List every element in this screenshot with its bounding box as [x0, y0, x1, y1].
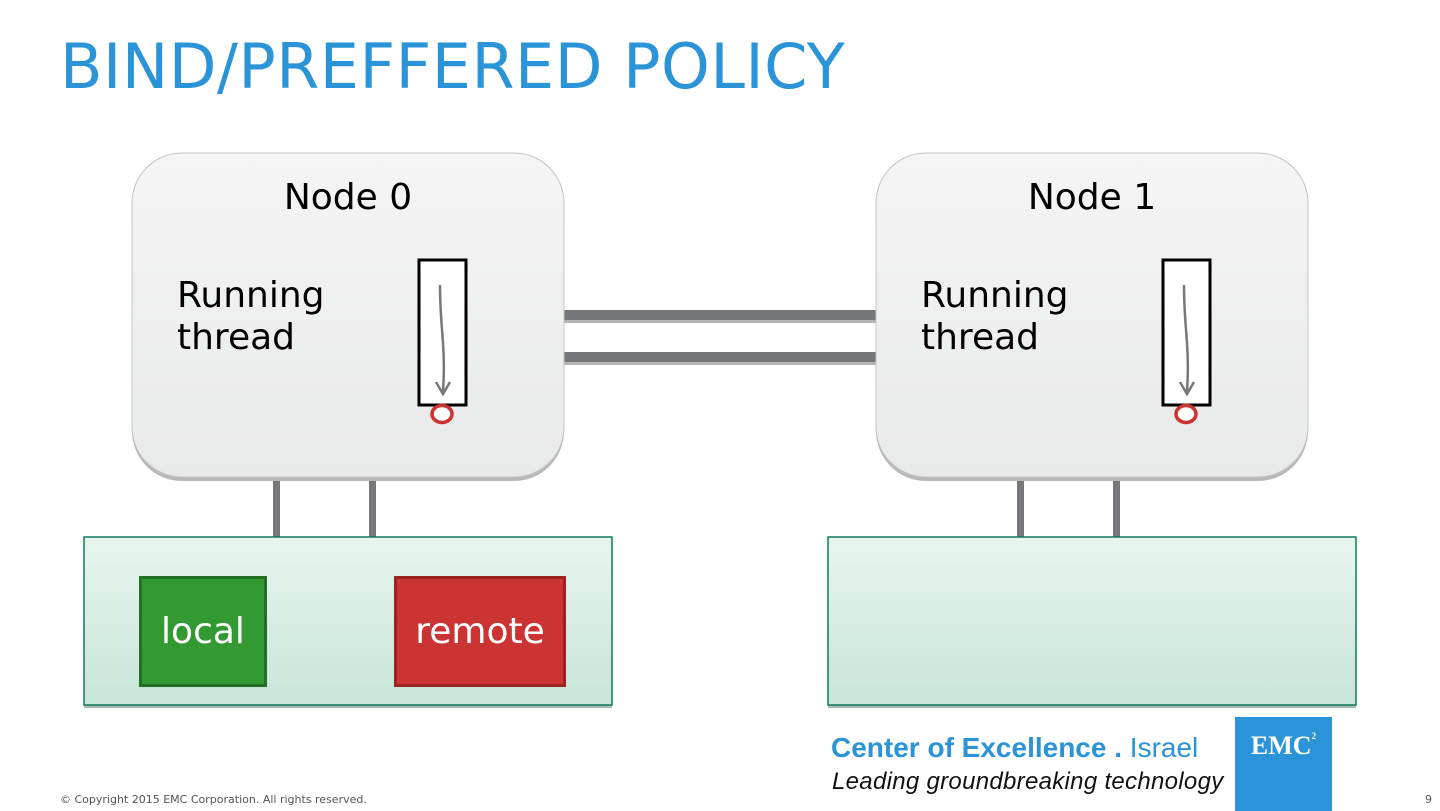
thread-1-marker	[1174, 403, 1198, 425]
node-1-label: Node 1	[1027, 177, 1157, 218]
brand-light: Israel	[1129, 732, 1199, 763]
node-0-thread-label: Running thread	[177, 275, 325, 359]
thread-label-line-2: thread	[177, 317, 296, 358]
thread-1	[1161, 258, 1212, 425]
thread-0	[417, 258, 468, 425]
emc-logo: EMC2	[1235, 717, 1332, 811]
node-interconnect	[560, 310, 880, 365]
thread-label-line-1: Running	[177, 275, 325, 316]
thread-0-marker	[430, 403, 454, 425]
copyright-notice: © Copyright 2015 EMC Corporation. All ri…	[60, 793, 367, 806]
node-0-label: Node 0	[283, 177, 413, 218]
thread-label-line-1: Running	[921, 275, 1069, 316]
brand-bold: Center of Excellence .	[831, 732, 1123, 763]
local-memory-block: local	[139, 576, 267, 687]
page-number: 9	[1425, 793, 1432, 806]
brand-line: Center of Excellence . Israel	[831, 732, 1198, 764]
thread-label-line-2: thread	[921, 317, 1040, 358]
node-1-thread-label: Running thread	[921, 275, 1069, 359]
memory-1-box	[827, 536, 1357, 708]
memory-links	[273, 478, 1120, 540]
slide-title: BIND/PREFFERED POLICY	[60, 30, 846, 103]
emc-logo-text: EMC2	[1250, 731, 1317, 760]
brand-tagline: Leading groundbreaking technology	[832, 768, 1224, 795]
remote-memory-block: remote	[394, 576, 566, 687]
